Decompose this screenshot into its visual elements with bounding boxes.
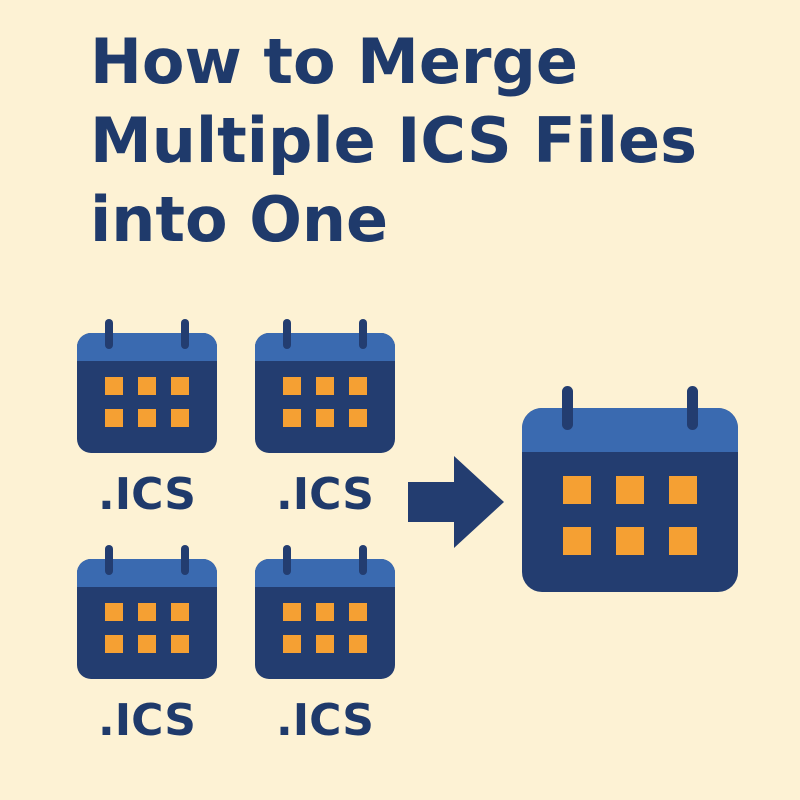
- file-label: .ICS: [98, 469, 196, 520]
- file-label: .ICS: [98, 695, 196, 746]
- merged-calendar-icon: [522, 386, 738, 592]
- arrow-right-icon: [408, 456, 504, 548]
- file-label: .ICS: [276, 695, 374, 746]
- title-line: into One: [90, 183, 389, 256]
- calendar-icon: [77, 319, 217, 453]
- calendar-icon: [255, 545, 395, 679]
- title-line: Multiple ICS Files: [90, 104, 698, 177]
- page-title: How to Merge Multiple ICS Files into One: [90, 22, 780, 259]
- file-label: .ICS: [276, 469, 374, 520]
- calendar-icon: [255, 319, 395, 453]
- calendar-icon: [77, 545, 217, 679]
- title-line: How to Merge: [90, 25, 578, 98]
